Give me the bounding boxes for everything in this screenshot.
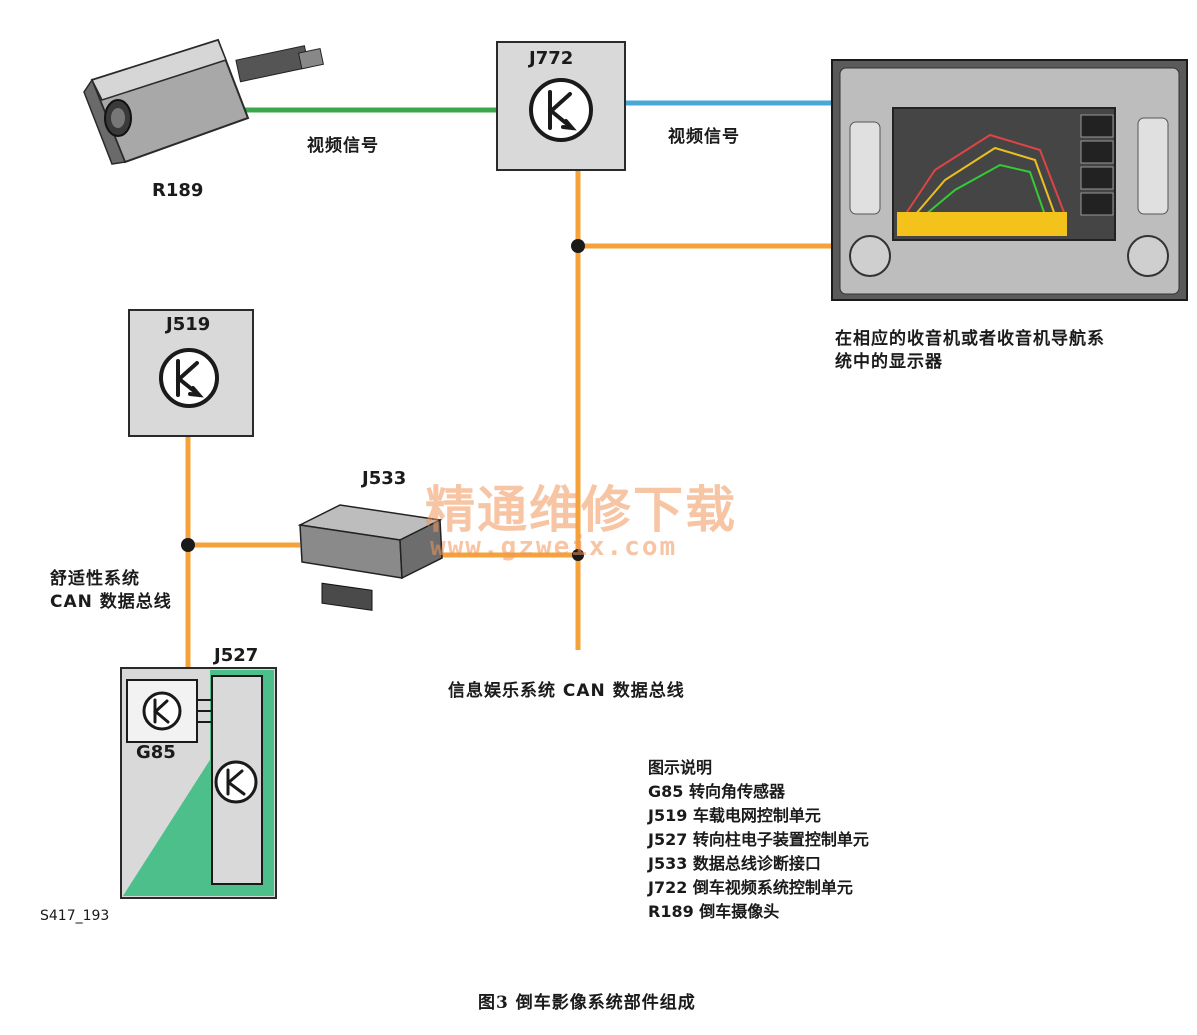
junction-dot	[572, 549, 584, 561]
legend-item: J533 数据总线诊断接口	[648, 854, 821, 873]
j519-code: J519	[166, 314, 211, 335]
screen-button	[1080, 166, 1114, 190]
radio-navigation-display	[831, 59, 1188, 301]
j772-code: J772	[529, 48, 574, 69]
screen-button	[1080, 114, 1114, 138]
transistor-symbol	[176, 359, 204, 398]
j527-code: J527	[214, 645, 259, 666]
legend-item: R189 倒车摄像头	[648, 902, 780, 921]
side-button-right	[1137, 117, 1169, 215]
comfort-can-label: 舒适性系统 CAN 数据总线	[50, 568, 172, 614]
gateway-connector	[321, 582, 373, 611]
display-caption-line1: 在相应的收音机或者收音机导航系	[835, 329, 1105, 349]
junction-dot	[181, 538, 195, 552]
j527-green-triangle	[123, 760, 210, 896]
gateway-side	[399, 518, 443, 580]
j533-code: J533	[362, 468, 407, 489]
comfort-can-line2: CAN 数据总线	[50, 591, 172, 612]
video-signal-label-left: 视频信号	[307, 136, 379, 156]
transistor-symbol	[226, 768, 246, 796]
steering-column-unit-j527	[120, 667, 277, 899]
control-unit-icon	[142, 691, 182, 731]
tuning-knob	[1127, 235, 1169, 277]
guide-line-yellow	[914, 146, 1056, 216]
figure-reference: S417_193	[40, 908, 110, 924]
junction-dot	[571, 239, 585, 253]
side-button-left	[849, 121, 881, 215]
control-unit-icon	[529, 78, 593, 142]
g85-code: G85	[136, 742, 176, 763]
control-unit-icon	[214, 760, 258, 804]
watermark-url: www.gzweix.com	[430, 532, 678, 562]
guide-line-green	[924, 163, 1046, 216]
figure-caption: 图3 倒车影像系统部件组成	[478, 993, 696, 1013]
transistor-symbol	[153, 698, 170, 724]
display-caption: 在相应的收音机或者收音机导航系 统中的显示器	[835, 328, 1105, 374]
guide-line-red	[904, 133, 1066, 216]
legend-item: J519 车载电网控制单元	[648, 806, 821, 825]
camera-code: R189	[152, 180, 204, 201]
gateway-j533	[297, 504, 443, 611]
camera-cable-gland	[235, 45, 310, 83]
screen-button	[1080, 140, 1114, 164]
legend: 图示说明 G85 转向角传感器 J519 车载电网控制单元 J527 转向柱电子…	[648, 756, 869, 924]
camera-top-face	[90, 39, 227, 101]
camera-lens-inner	[111, 108, 125, 128]
wiring	[181, 100, 835, 668]
control-unit-icon	[159, 348, 219, 408]
legend-item: J527 转向柱电子装置控制单元	[648, 830, 869, 849]
video-signal-label-right: 视频信号	[668, 127, 740, 147]
video-control-unit-j772	[496, 41, 626, 171]
rear-camera-r189	[83, 38, 324, 165]
comfort-can-line1: 舒适性系统	[50, 569, 140, 589]
legend-item: J722 倒车视频系统控制单元	[648, 878, 853, 897]
grid-control-unit-j519	[128, 309, 254, 437]
volume-knob	[849, 235, 891, 277]
legend-title: 图示说明	[648, 758, 713, 777]
watermark-title: 精通维修下载	[425, 480, 737, 539]
transistor-symbol	[548, 90, 577, 131]
display-caption-line2: 统中的显示器	[835, 351, 943, 372]
warning-banner	[897, 212, 1067, 236]
legend-item: G85 转向角传感器	[648, 782, 785, 801]
camera-connector	[297, 47, 324, 70]
screen-button	[1080, 192, 1114, 216]
infotainment-can-label: 信息娱乐系统 CAN 数据总线	[448, 681, 685, 701]
